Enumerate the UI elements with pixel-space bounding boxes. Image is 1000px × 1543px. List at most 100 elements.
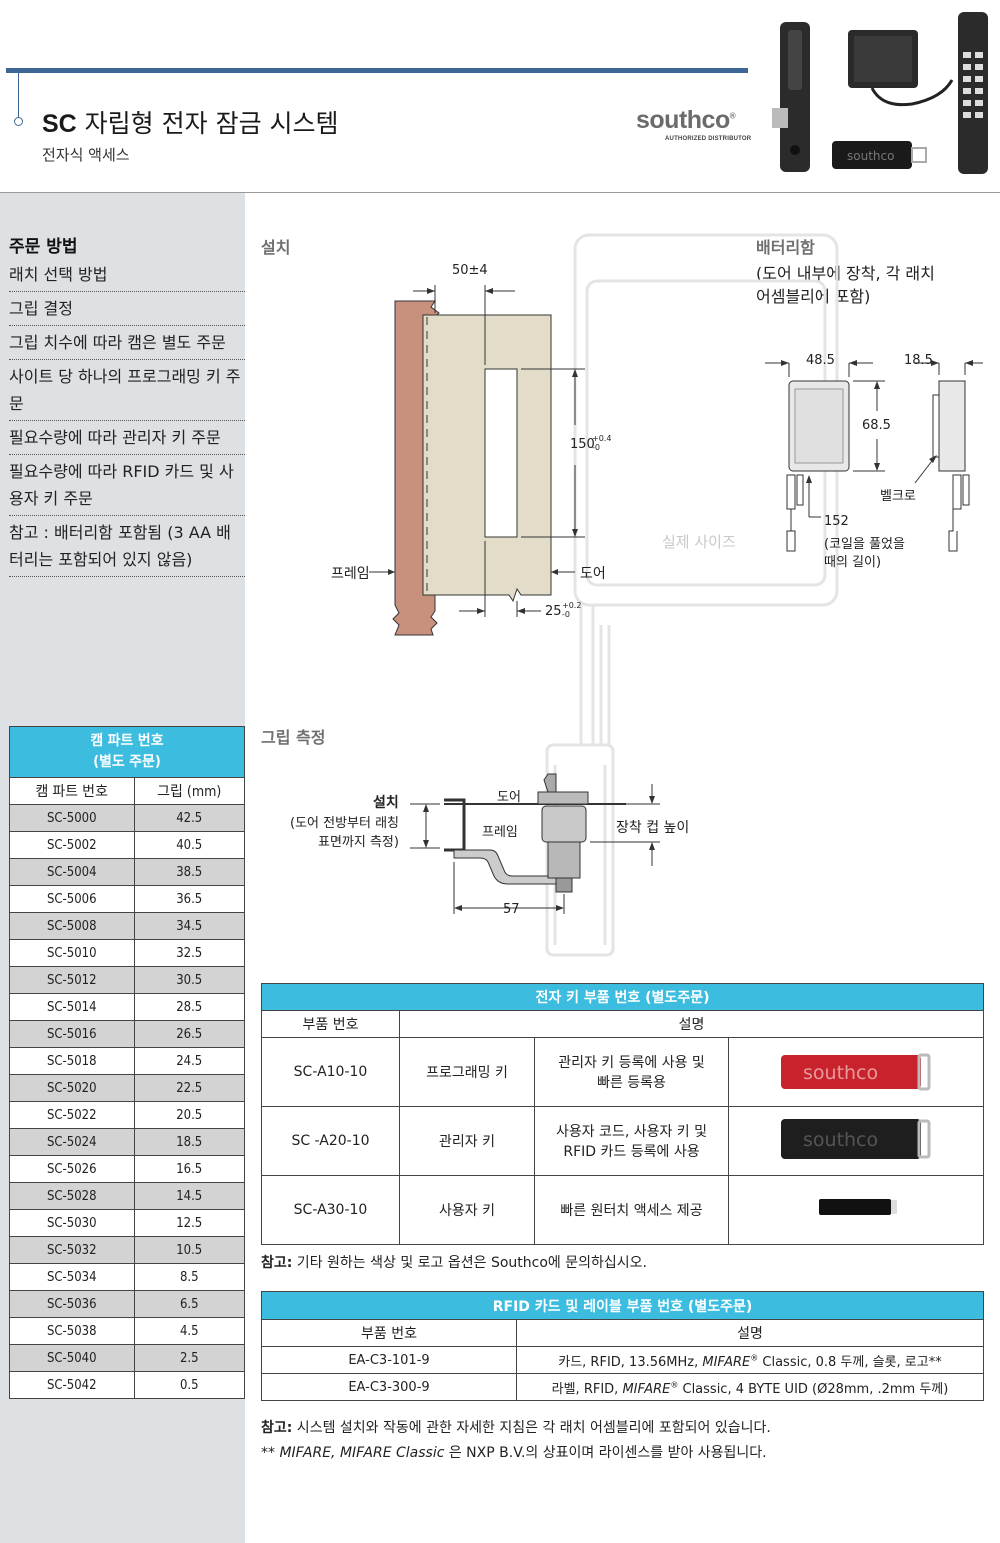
cam-grip-value: 0.5: [133, 1371, 245, 1399]
cam-part-number: SC-5004: [9, 858, 135, 886]
key-name: 관리자 키: [399, 1106, 535, 1176]
cam-col-grip: 그립 (mm): [133, 777, 245, 805]
cam-part-number: SC-5008: [9, 912, 135, 940]
cam-part-number: SC-5020: [9, 1074, 135, 1102]
cam-part-number: SC-5028: [9, 1182, 135, 1210]
cam-part-number: SC-5030: [9, 1209, 135, 1237]
table-row: EA-C3-300-9 라벨, RFID, MIFARE® Classic, 4…: [261, 1373, 984, 1401]
cam-grip-value: 34.5: [133, 912, 245, 940]
rfid-col-desc: 설명: [516, 1319, 984, 1347]
grip-door-label: 도어: [497, 790, 521, 805]
cam-part-number: SC-5000: [9, 804, 135, 832]
order-step: 필요수량에 따라 RFID 카드 및 사용자 키 주문: [9, 455, 245, 516]
cam-grip-value: 14.5: [133, 1182, 245, 1210]
grip-install-note-1: (도어 전방부터 래칭: [290, 816, 400, 831]
grip-install-note-2: 표면까지 측정): [318, 835, 399, 850]
dim-150-tol: +0.4-0: [592, 434, 612, 452]
cam-part-number: SC-5018: [9, 1047, 135, 1075]
cam-grip-value: 28.5: [133, 993, 245, 1021]
table-row: EA-C3-101-9 카드, RFID, 13.56MHz, MIFARE® …: [261, 1346, 984, 1374]
cam-part-number: SC-5016: [9, 1020, 135, 1048]
dim-50: 50±4: [452, 263, 488, 278]
cam-grip-value: 8.5: [133, 1263, 245, 1291]
cam-grip-value: 6.5: [133, 1290, 245, 1318]
cam-grip-value: 10.5: [133, 1236, 245, 1264]
cam-grip-value: 20.5: [133, 1101, 245, 1129]
actual-size-label: 실제 사이즈: [662, 533, 736, 551]
order-step: 참고 : 배터리함 포함됨 (3 AA 배터리는 포함되어 있지 않음): [9, 516, 245, 577]
dim-152: 152: [824, 514, 849, 529]
key-table-title: 전자 키 부품 번호 (별도주문): [261, 983, 984, 1011]
dim-48-5: 48.5: [806, 353, 835, 368]
battery-label: 배터리함: [756, 238, 815, 257]
cam-grip-value: 16.5: [133, 1155, 245, 1183]
cam-grip-value: 38.5: [133, 858, 245, 886]
cam-part-number: SC-5022: [9, 1101, 135, 1129]
header-bullet: [14, 117, 23, 126]
dim-150: 150: [570, 437, 595, 452]
install-label: 설치: [261, 238, 291, 257]
programming-key-image: southco: [728, 1037, 984, 1107]
grip-label: 그립 측정: [261, 728, 326, 747]
key-col-desc: 설명: [399, 1010, 984, 1038]
rfid-desc: 카드, RFID, 13.56MHz, MIFARE® Classic, 0.8…: [516, 1346, 984, 1374]
order-step: 필요수량에 따라 관리자 키 주문: [9, 421, 245, 455]
cam-part-number: SC-5040: [9, 1344, 135, 1372]
order-step: 래치 선택 방법: [9, 258, 245, 292]
cam-grip-value: 30.5: [133, 966, 245, 994]
user-key-image: [728, 1175, 984, 1245]
rfid-part: EA-C3-101-9: [261, 1346, 517, 1374]
grip-dim-57: 57: [503, 902, 520, 917]
key-desc: 빠른 원터치 액세스 제공: [534, 1175, 729, 1245]
key-name: 사용자 키: [399, 1175, 535, 1245]
header-rule: [6, 68, 748, 73]
cable-note-1: (코일을 풀었을: [824, 537, 905, 552]
cable-note-2: 때의 길이): [824, 555, 882, 570]
order-title: 주문 방법: [9, 237, 78, 257]
cam-grip-value: 12.5: [133, 1209, 245, 1237]
svg-text:southco: southco: [803, 1129, 878, 1151]
electronic-key-table: 전자 키 부품 번호 (별도주문) 부품 번호 설명 SC-A10-10 프로그…: [261, 983, 984, 1245]
dim-68-5: 68.5: [862, 418, 891, 433]
cam-grip-value: 24.5: [133, 1047, 245, 1075]
cam-part-number: SC-5002: [9, 831, 135, 859]
cam-part-number: SC-5038: [9, 1317, 135, 1345]
dim-25-tol: +0.2-0: [562, 601, 582, 619]
cam-part-number: SC-5014: [9, 993, 135, 1021]
brand-subtitle: AUTHORIZED DISTRIBUTOR: [665, 136, 752, 142]
page-subtitle: 전자식 액세스: [42, 146, 130, 164]
order-steps: 래치 선택 방법 그립 결정 그립 치수에 따라 캠은 별도 주문 사이트 당 …: [9, 258, 245, 577]
key-part: SC -A20-10: [261, 1106, 400, 1176]
page-title: SC 자립형 전자 잠금 시스템: [42, 109, 339, 138]
key-part: SC-A30-10: [261, 1175, 400, 1245]
cam-grip-value: 36.5: [133, 885, 245, 913]
grip-install-label: 설치: [373, 795, 399, 811]
trademark-note: ** MIFARE, MIFARE Classic 은 NXP B.V.의 상표…: [261, 1445, 767, 1461]
admin-key-image: southco: [728, 1106, 984, 1176]
cam-grip-value: 40.5: [133, 831, 245, 859]
dim-25: 25: [545, 604, 562, 619]
brand-logo: southco®: [636, 106, 736, 134]
key-part: SC-A10-10: [261, 1037, 400, 1107]
cam-part-number: SC-5010: [9, 939, 135, 967]
key-name: 프로그래밍 키: [399, 1037, 535, 1107]
cam-part-number: SC-5006: [9, 885, 135, 913]
header-divider: [0, 192, 1000, 193]
battery-desc-2: 어셈블리에 포함): [756, 287, 871, 306]
